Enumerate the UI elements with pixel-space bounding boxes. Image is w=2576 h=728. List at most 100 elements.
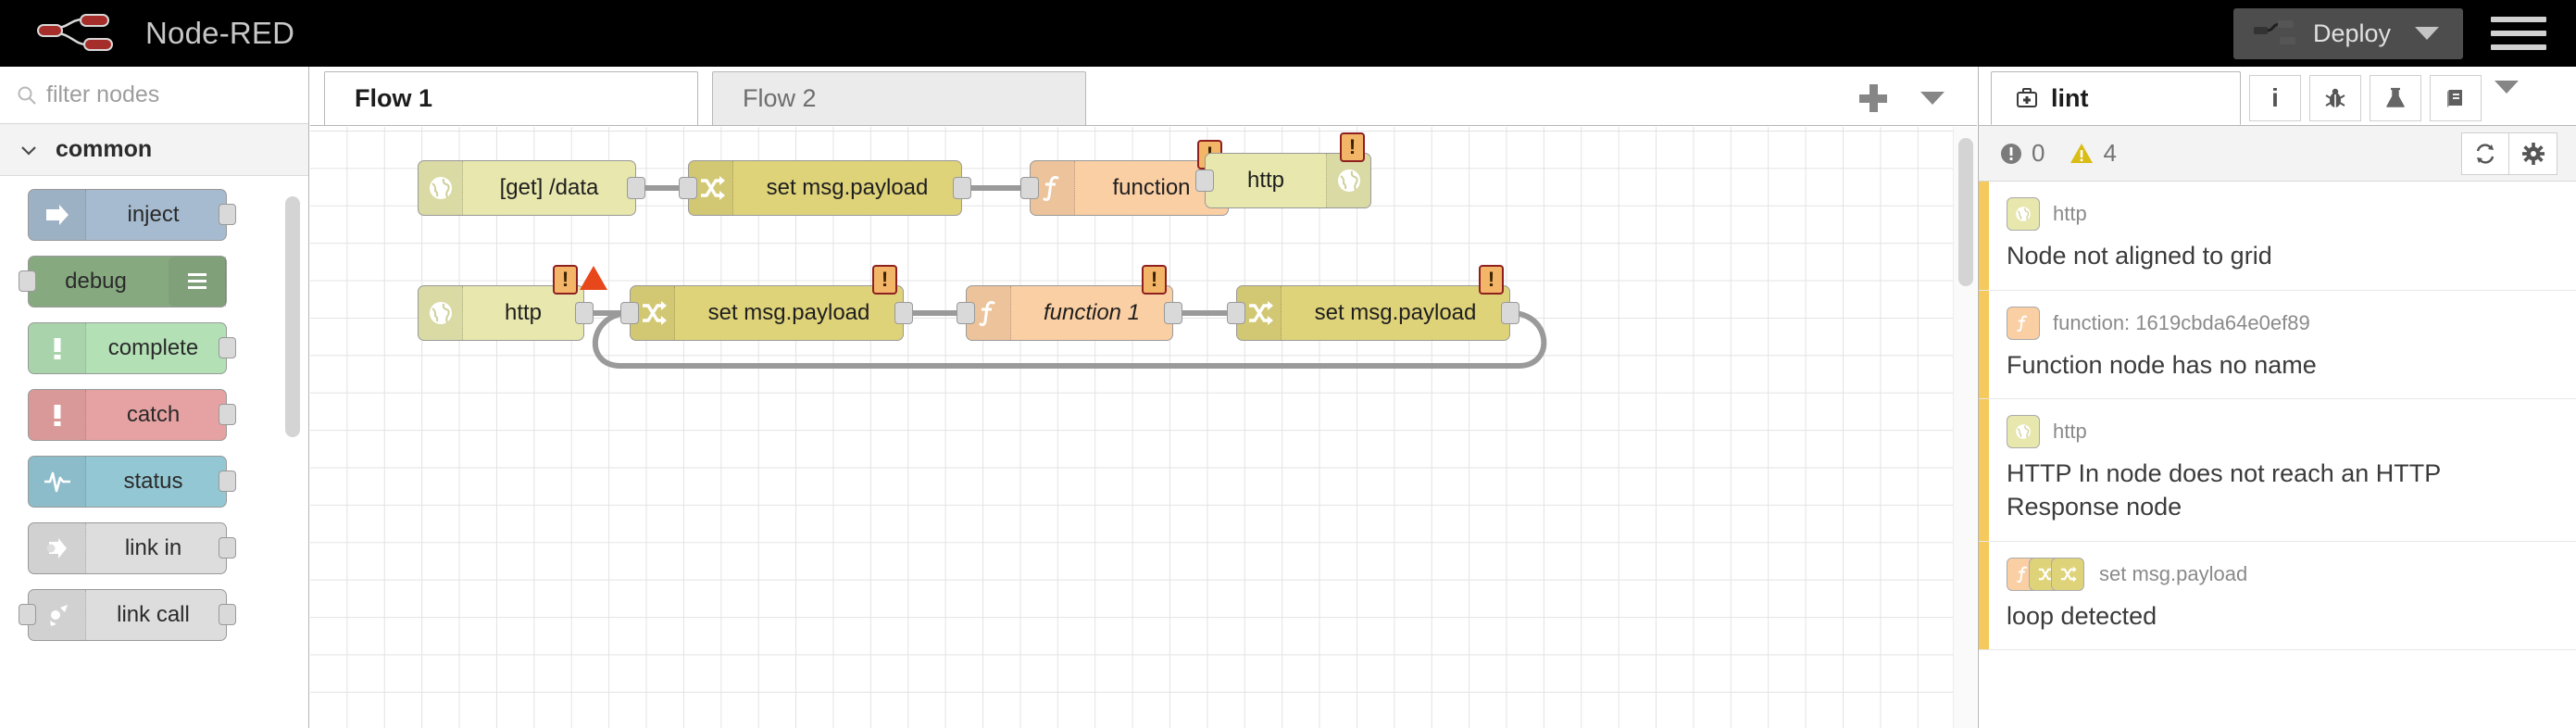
node-output-port[interactable] <box>575 302 594 324</box>
node-input-port[interactable] <box>1195 169 1214 192</box>
node-output-port[interactable] <box>627 177 645 199</box>
chevron-down-icon[interactable] <box>2415 27 2439 40</box>
sidebar-flask-button[interactable] <box>2370 75 2421 121</box>
flow-node-n8[interactable]: set msg.payload! <box>1227 265 1519 341</box>
lint-item-message: HTTP In node does not reach an HTTP Resp… <box>2007 459 2441 521</box>
lint-refresh-button[interactable] <box>2461 132 2509 175</box>
palette-filter-input[interactable] <box>46 82 278 108</box>
flow-tab-2-label: Flow 2 <box>743 84 817 112</box>
tab-lint[interactable]: lint <box>1991 71 2241 125</box>
gear-icon <box>2521 142 2545 165</box>
node-error-badge[interactable]: ! <box>1340 132 1365 162</box>
lint-error-count-value: 0 <box>2032 139 2045 167</box>
node-input-port[interactable] <box>1227 302 1245 324</box>
flow-node-n4[interactable]: http! <box>1195 132 1371 208</box>
node-error-badge[interactable]: ! <box>553 265 578 295</box>
node-warning-badge[interactable] <box>580 266 607 290</box>
flow-node-n5[interactable]: http! <box>418 265 607 341</box>
hamburger-menu-icon[interactable] <box>2491 9 2546 57</box>
chevron-down-icon <box>21 145 36 156</box>
canvas-scrollbar-thumb[interactable] <box>1958 138 1973 286</box>
deploy-nodes-icon <box>2253 20 2295 44</box>
palette-node-link-call[interactable]: link call <box>19 589 236 641</box>
palette-node-status[interactable]: status <box>28 456 236 508</box>
node-red-logo-icon <box>37 14 113 51</box>
node-error-badge[interactable]: ! <box>1479 265 1504 295</box>
node-output-port[interactable] <box>219 337 236 358</box>
flow-node-n7[interactable]: function 1! <box>957 265 1182 341</box>
canvas-vertical-scrollbar[interactable] <box>1953 127 1977 728</box>
node-input-port[interactable] <box>957 302 975 324</box>
flow-tab-1[interactable]: Flow 1 <box>324 71 698 125</box>
node-error-badge[interactable]: ! <box>1142 265 1167 295</box>
node-output-port[interactable] <box>1164 302 1182 324</box>
node-output-port[interactable] <box>953 177 971 199</box>
sidebar-help-button[interactable] <box>2430 75 2482 121</box>
lint-item-header: http <box>2007 196 2556 232</box>
globe-icon <box>419 161 463 215</box>
lint-item[interactable]: http HTTP In node does not reach an HTTP… <box>1979 399 2576 542</box>
palette-node-list: inject debug complete catch status link in lin… <box>0 176 308 641</box>
sidebar-debug-button[interactable] <box>2309 75 2361 121</box>
node-input-port[interactable] <box>19 604 36 625</box>
debug-bars-icon <box>169 257 226 307</box>
node-input-port[interactable] <box>1020 177 1039 199</box>
sidebar-info-button[interactable]: i <box>2249 75 2301 121</box>
node-output-port[interactable] <box>219 604 236 625</box>
search-icon <box>18 86 36 105</box>
add-flow-button[interactable] <box>1844 72 1903 124</box>
globe-icon <box>1326 154 1370 207</box>
exclamation-icon <box>29 323 86 373</box>
node-output-port[interactable] <box>219 404 236 425</box>
lint-toolbar: 0 4 <box>1979 126 2576 182</box>
sidebar-more-button[interactable] <box>2495 81 2519 110</box>
node-output-port[interactable] <box>219 204 236 225</box>
node-output-port[interactable] <box>219 471 236 492</box>
flow-tab-2[interactable]: Flow 2 <box>712 71 1086 125</box>
lint-item[interactable]: function: 1619cbda64e0ef89 Function node… <box>1979 290 2576 400</box>
arrow-right-icon <box>45 205 69 225</box>
node-output-port[interactable] <box>894 302 913 324</box>
globe-icon <box>2016 207 2031 221</box>
flow-node-n2[interactable]: set msg.payload <box>679 160 971 216</box>
node-input-port[interactable] <box>19 270 36 292</box>
globe-icon <box>2016 424 2031 440</box>
flow-node-label: set msg.payload <box>707 300 870 325</box>
lint-item-node-name: http <box>2053 420 2087 444</box>
palette-node-link-in[interactable]: link in <box>28 522 236 574</box>
node-output-port[interactable] <box>1501 302 1519 324</box>
switch-icon <box>700 176 725 200</box>
function-icon <box>979 301 994 327</box>
node-input-port[interactable] <box>679 177 697 199</box>
palette-node-label: link in <box>124 535 182 560</box>
flow-node-label: set msg.payload <box>1314 300 1477 325</box>
switch-icon <box>2060 566 2077 582</box>
flow-tab-bar: Flow 1 Flow 2 <box>310 67 1977 126</box>
node-error-badge[interactable]: ! <box>872 265 897 295</box>
node-output-port[interactable] <box>219 537 236 559</box>
flow-tab-1-label: Flow 1 <box>355 84 433 112</box>
tab-lint-label: lint <box>2051 83 2089 112</box>
flow-node-n6[interactable]: set msg.payload! <box>620 265 913 341</box>
link-call-icon <box>49 605 68 626</box>
lint-warning-count-value: 4 <box>2103 139 2117 167</box>
link-in-icon <box>46 538 67 559</box>
node-input-port[interactable] <box>620 302 639 324</box>
flow-menu-button[interactable] <box>1903 72 1962 124</box>
chevron-down-icon <box>1920 92 1945 105</box>
lint-item[interactable]: set msg.payload loop detected <box>1979 541 2576 651</box>
flow-node-n1[interactable]: [get] /data <box>418 160 645 216</box>
palette-node-debug[interactable]: debug <box>19 256 227 308</box>
link-call-icon <box>29 590 86 640</box>
brand-title: Node-RED <box>145 16 295 50</box>
deploy-button[interactable]: Deploy <box>2232 7 2463 59</box>
lint-item[interactable]: http Node not aligned to grid <box>1979 182 2576 291</box>
globe-icon <box>1337 169 1360 192</box>
palette-node-catch[interactable]: catch <box>28 389 236 441</box>
palette-node-inject[interactable]: inject <box>28 189 236 241</box>
lint-settings-button[interactable] <box>2509 132 2557 175</box>
palette-node-complete[interactable]: complete <box>28 322 236 374</box>
palette-scrollbar-thumb[interactable] <box>285 196 300 437</box>
palette-category-common[interactable]: common <box>0 124 308 176</box>
